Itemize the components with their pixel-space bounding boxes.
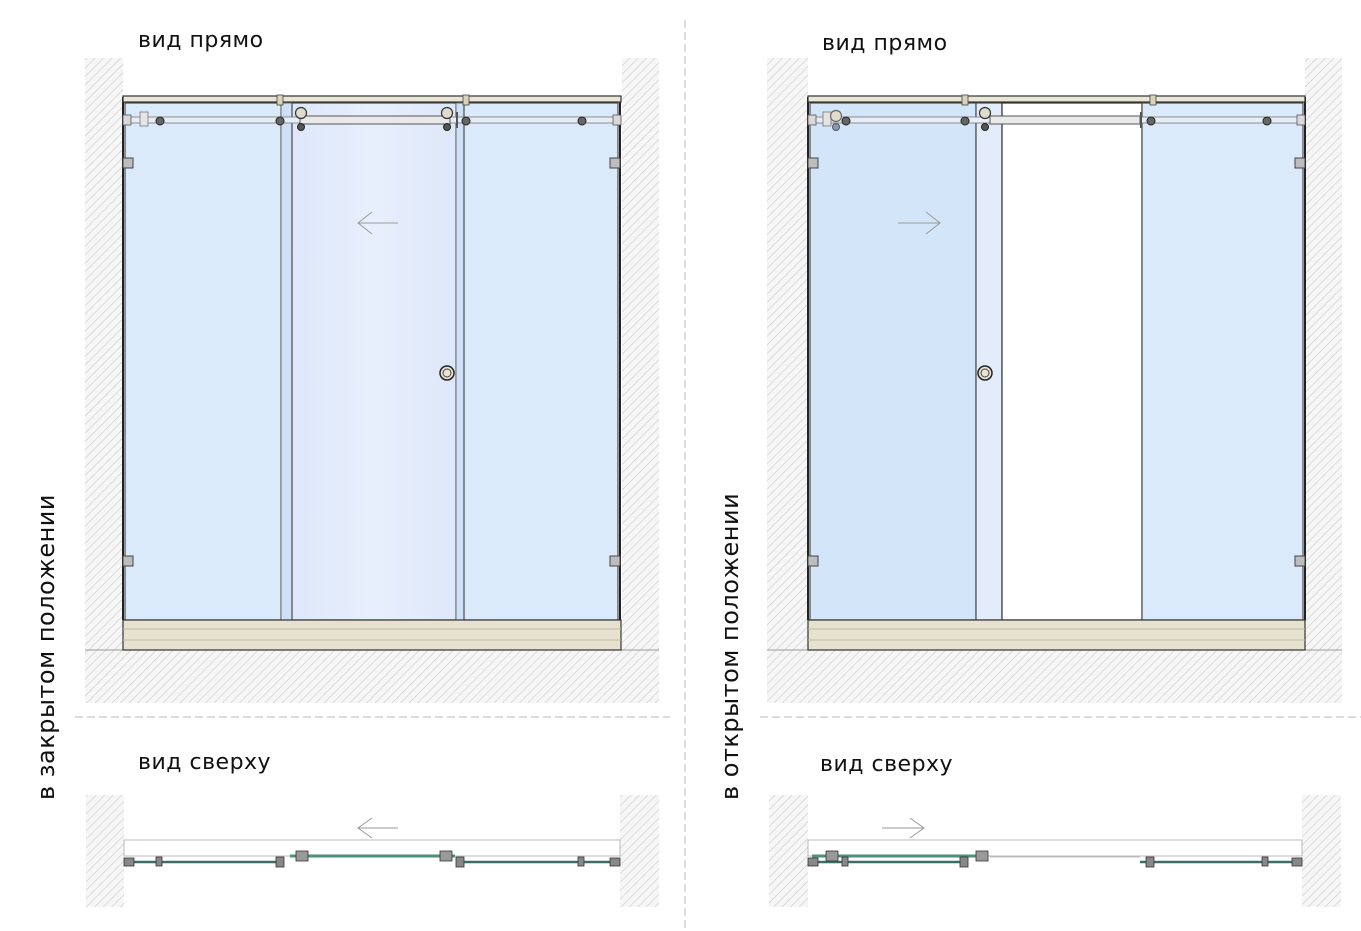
top-rail	[122, 95, 622, 103]
fixed-panel-right	[463, 102, 619, 621]
overlap-strip-left	[280, 102, 293, 621]
door-handle	[439, 365, 455, 381]
left-wall	[85, 58, 123, 650]
right-top-view	[769, 795, 1341, 907]
opening	[1001, 102, 1143, 621]
left-closed-position-label: в закрытом положении	[32, 494, 60, 800]
left-front-view	[85, 58, 659, 703]
sliding-door	[291, 102, 457, 621]
right-front-view	[767, 58, 1342, 703]
floor	[85, 650, 659, 703]
threshold	[122, 619, 622, 651]
left-front-view-label: вид прямо	[138, 28, 264, 53]
right-front-view-label: вид прямо	[822, 31, 948, 56]
sliding-door-open	[809, 102, 977, 621]
overlap-strip-right	[455, 102, 465, 621]
fixed-panel-left	[124, 102, 282, 621]
fixed-strip	[975, 102, 1003, 621]
door-handle-open	[977, 365, 993, 381]
left-top-view-label: вид сверху	[138, 750, 272, 775]
right-open-position-label: в открытом положении	[716, 492, 744, 800]
fixed-panel-right-open	[1141, 102, 1304, 621]
left-top-view	[86, 795, 659, 907]
right-wall	[622, 58, 659, 650]
right-top-view-label: вид сверху	[820, 752, 954, 777]
